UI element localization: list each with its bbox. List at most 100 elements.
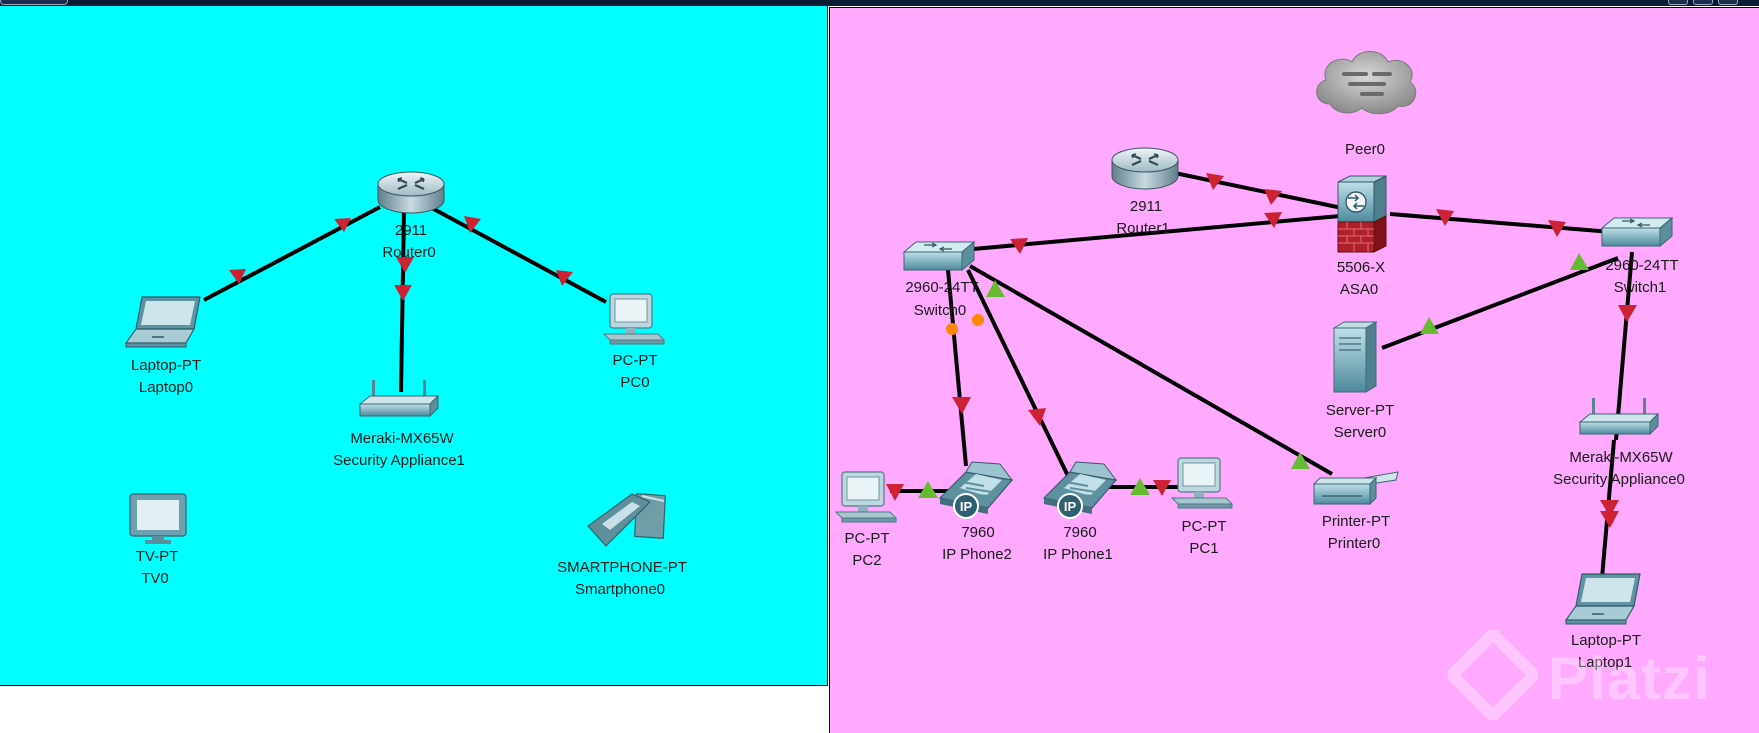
link-down-marker	[1600, 500, 1619, 517]
security-appliance-icon	[359, 379, 439, 417]
device-server0[interactable]: Server-PT Server0	[1326, 321, 1394, 441]
device-security-appliance1[interactable]: Meraki-MX65W Security Appliance1	[333, 379, 465, 469]
link-switch0-asa0[interactable]	[939, 212, 1341, 254]
device-model-label: 7960	[1063, 524, 1096, 541]
device-model-label: 5506-X	[1337, 259, 1385, 276]
device-tv0[interactable]: TV-PT TV0	[129, 493, 187, 587]
link-up-marker	[918, 481, 938, 498]
device-name-label: PC1	[1189, 540, 1218, 557]
pc-icon	[835, 471, 897, 523]
device-name-label: PC0	[620, 374, 649, 391]
platzi-watermark: Platzi	[1448, 630, 1748, 730]
link-down-marker	[1264, 189, 1282, 205]
device-model-label: Laptop-PT	[1571, 632, 1641, 649]
link-switch0-ipphone2[interactable]	[946, 269, 971, 467]
link-security-appliance0-laptop1[interactable]	[1600, 439, 1619, 579]
device-name-label: Smartphone0	[575, 581, 665, 598]
link-up-marker	[1570, 253, 1589, 270]
device-pc1[interactable]: PC-PT PC1	[1171, 457, 1233, 557]
device-model-label: 2911	[1130, 198, 1162, 215]
link-up-marker	[1130, 478, 1150, 495]
smartphone-icon	[587, 488, 673, 547]
switch-icon	[903, 241, 975, 271]
ip-badge-text: IP	[1064, 499, 1077, 514]
link-down-marker	[1206, 173, 1224, 190]
link-up-marker	[1291, 452, 1310, 469]
window-title-bar	[0, 0, 1759, 6]
device-model-label: TV-PT	[136, 548, 179, 565]
link-up-marker	[1420, 317, 1439, 334]
link-router0-pc0[interactable]	[429, 205, 607, 304]
link-pending-marker	[946, 323, 958, 335]
link-ipphone2-pc2[interactable]	[886, 481, 948, 501]
link-down-marker	[1010, 238, 1028, 254]
device-name-label: Router0	[382, 244, 435, 261]
link-down-marker	[334, 218, 351, 232]
device-model-label: Server-PT	[1326, 402, 1394, 419]
link-up-marker	[986, 280, 1005, 297]
device-name-label: IP Phone1	[1043, 546, 1113, 563]
device-switch0[interactable]: 2960-24TT Switch0	[903, 241, 979, 319]
device-model-label: Laptop-PT	[131, 357, 201, 374]
device-pc2[interactable]: PC-PT PC2	[835, 471, 897, 569]
device-smartphone0[interactable]: SMARTPHONE-PT Smartphone0	[557, 488, 687, 598]
device-security-appliance0[interactable]: Meraki-MX65W Security Appliance0	[1553, 397, 1685, 488]
device-model-label: Meraki-MX65W	[1569, 449, 1673, 466]
link-down-marker	[556, 270, 573, 286]
link-switch0-ipphone1[interactable]	[966, 269, 1070, 477]
window-tab[interactable]	[0, 0, 68, 5]
link-router0-laptop0[interactable]	[203, 205, 381, 302]
firewall-icon	[1337, 175, 1387, 253]
device-name-label: Switch1	[1614, 279, 1667, 296]
router-icon	[1110, 146, 1180, 191]
link-switch1-security-appliance0[interactable]	[1614, 251, 1637, 441]
device-laptop1[interactable]: Laptop-PT Laptop1	[1565, 573, 1641, 671]
device-name-label: Server0	[1334, 424, 1387, 441]
link-down-marker	[394, 285, 412, 301]
device-name-label: Printer0	[1328, 535, 1381, 552]
tv-icon	[129, 493, 187, 545]
link-switch0-printer0[interactable]	[969, 264, 1333, 476]
link-down-marker	[952, 397, 971, 414]
device-model-label: 2911	[395, 222, 427, 239]
device-asa0[interactable]: 5506-X ASA0	[1337, 175, 1387, 298]
server-icon	[1333, 321, 1377, 393]
cloud-icon	[1314, 49, 1418, 116]
link-down-marker	[1600, 511, 1619, 528]
device-ipphone2[interactable]: IP 7960 IP Phone2	[939, 461, 1013, 563]
device-pc0[interactable]: PC-PT PC0	[603, 293, 665, 391]
switch-icon	[1601, 217, 1673, 247]
link-down-marker	[1618, 305, 1637, 322]
link-router0-security-appliance1[interactable]	[394, 209, 414, 393]
device-laptop0[interactable]: Laptop-PT Laptop0	[125, 296, 201, 396]
link-ipphone1-pc1[interactable]	[1100, 478, 1178, 496]
link-down-marker	[229, 269, 246, 284]
device-printer0[interactable]: Printer-PT Printer0	[1313, 471, 1399, 552]
link-down-marker	[886, 484, 904, 501]
laptop-icon	[1565, 573, 1641, 625]
device-name-label: PC2	[852, 552, 881, 569]
close-button[interactable]	[1718, 0, 1738, 5]
device-switch1[interactable]: 2960-24TT Switch1	[1601, 217, 1679, 296]
device-name-label: Laptop1	[1578, 654, 1632, 671]
link-pending-marker	[972, 314, 984, 326]
restore-button[interactable]	[1693, 0, 1713, 5]
device-name-label: Router1	[1116, 220, 1169, 237]
link-switch1-server0[interactable]	[1381, 253, 1619, 350]
device-router0[interactable]: 2911 Router0	[376, 170, 446, 261]
link-down-marker	[1436, 209, 1454, 226]
printer-icon	[1313, 471, 1399, 505]
device-model-label: SMARTPHONE-PT	[557, 559, 687, 576]
link-router1-asa0[interactable]	[1169, 170, 1343, 210]
device-name-label: Peer0	[1345, 141, 1385, 158]
link-down-marker	[1153, 480, 1171, 496]
ip-badge-icon	[1057, 493, 1083, 519]
link-down-marker	[1264, 212, 1282, 228]
link-asa0-switch1[interactable]	[1389, 209, 1613, 237]
device-peer0[interactable]: Peer0	[1314, 49, 1418, 159]
minimize-button[interactable]	[1668, 0, 1688, 5]
pc-icon	[603, 293, 665, 345]
device-ipphone1[interactable]: IP 7960 IP Phone1	[1043, 461, 1117, 563]
device-router1[interactable]: 2911 Router1	[1110, 146, 1180, 237]
